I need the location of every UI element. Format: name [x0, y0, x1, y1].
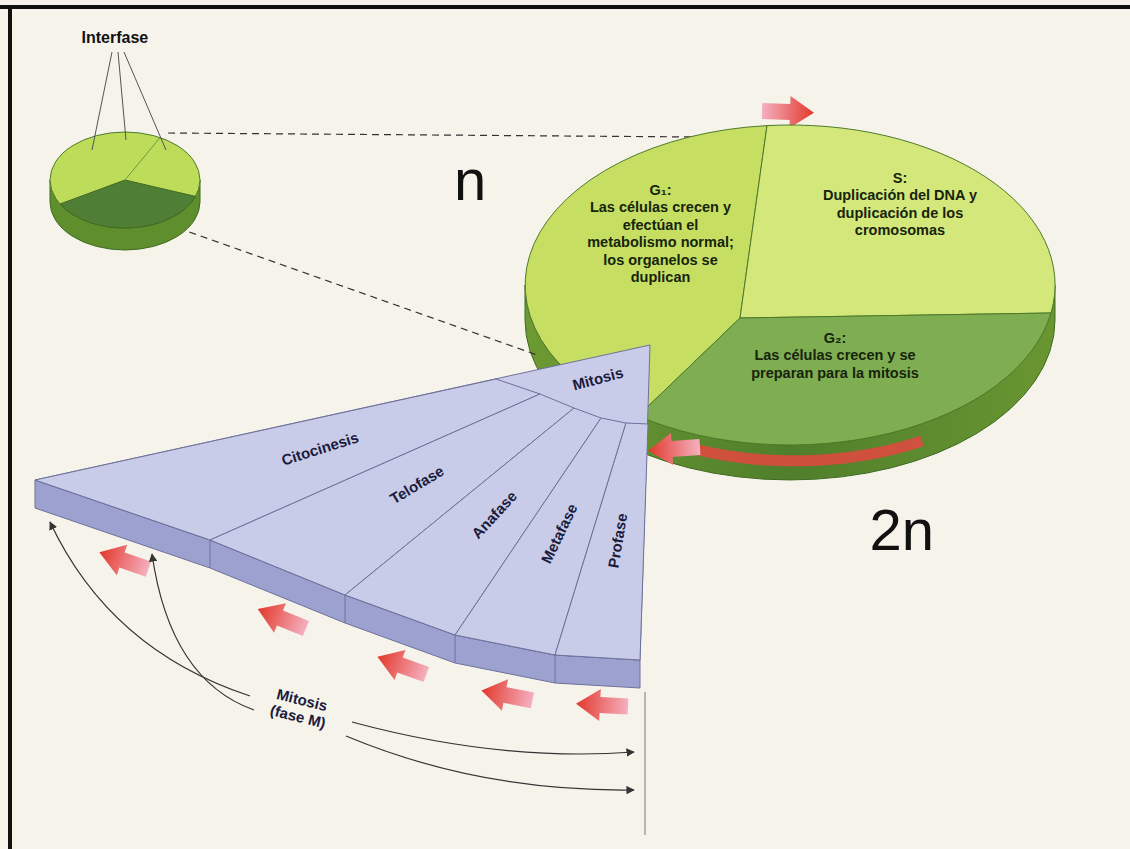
phase-heading: G₂: — [750, 330, 920, 347]
node-shape — [555, 423, 648, 660]
frame-line — [0, 5, 1130, 9]
cycle-arrow — [252, 594, 312, 643]
shape-outline — [555, 423, 648, 660]
band-edge — [210, 540, 211, 568]
leader-line — [92, 52, 112, 150]
leader-arrow — [152, 554, 254, 710]
zoom-line — [178, 228, 540, 356]
phase-description: Las células crecen y se preparan para la… — [750, 347, 920, 382]
band-edge — [555, 655, 556, 683]
cycle-arrow — [372, 642, 432, 690]
pie-heading: Interfase — [82, 29, 149, 47]
interphase-pie: Interfase — [40, 22, 208, 258]
phase-heading: S: — [800, 170, 1000, 187]
shape-outline — [35, 345, 650, 660]
mitosis-phase-band: Profase — [555, 423, 648, 660]
zoom-line — [168, 133, 700, 137]
frame-line — [8, 5, 12, 849]
leader-line — [124, 52, 166, 150]
pie-sector — [60, 180, 196, 228]
shape-outline — [740, 125, 1055, 318]
text-column: S:Duplicación del DNA y duplicación de l… — [800, 170, 1000, 240]
text-column: G₁:Las células crecen y efectúan el meta… — [578, 182, 743, 286]
phase-description: Duplicación del DNA y duplicación de los… — [800, 187, 1000, 239]
phase-description: Las células crecen y efectúan el metabol… — [578, 199, 743, 286]
band-edge — [455, 635, 456, 663]
mitosis-wedge: MitosisCitocinesisTelofaseAnafaseMetafas… — [35, 345, 650, 660]
leader-arrow — [50, 522, 250, 696]
shape-outline — [638, 313, 1051, 445]
cycle-arrow — [478, 675, 535, 716]
cycle-arrow — [94, 537, 154, 584]
band-edge — [345, 595, 346, 623]
node-shape — [40, 22, 208, 258]
phase-heading: G₁: — [578, 182, 743, 199]
leader-arrow — [352, 722, 634, 754]
guide-line — [645, 692, 646, 835]
phase-sector: G₂:Las células crecen y se preparan para… — [638, 312, 1052, 446]
phase-sector: S:Duplicación del DNA y duplicación de l… — [740, 125, 1056, 319]
cycle-arrow — [575, 688, 629, 723]
leader-arrow — [346, 736, 634, 790]
node-shape — [740, 125, 1056, 319]
pie-sector-line — [125, 138, 160, 180]
ploidy-label: n — [454, 147, 486, 214]
cycle-arrow — [761, 95, 814, 129]
cycle-arrow — [647, 431, 701, 467]
leader-line — [118, 52, 126, 140]
pie-top — [50, 132, 200, 228]
ploidy-label: 2n — [870, 497, 935, 564]
text-column: G₂:Las células crecen y se preparan para… — [750, 330, 920, 382]
